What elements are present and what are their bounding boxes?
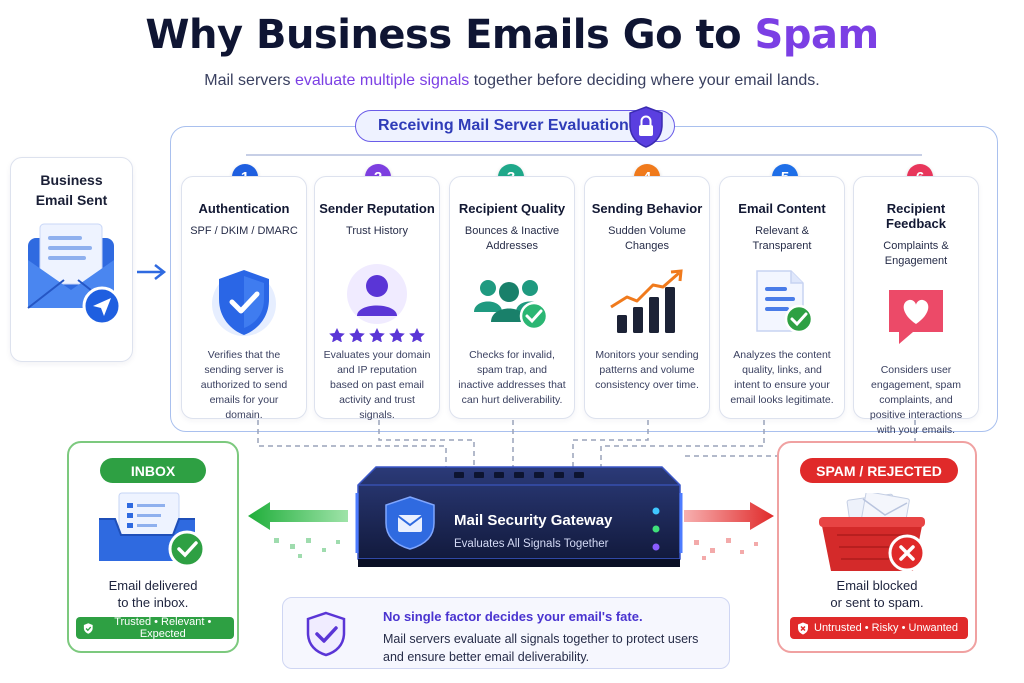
- mail-security-gateway: [355, 466, 683, 567]
- factor-connector-line: [246, 154, 922, 156]
- factor-description: Checks for invalid, spam trap, and inact…: [458, 349, 566, 406]
- page-title: Why Business Emails Go to Spam: [145, 12, 880, 58]
- factor-card-authentication: Authentication SPF / DKIM / DMARC Verifi…: [181, 176, 307, 421]
- shield-check-icon: [212, 270, 276, 336]
- factor-description: Verifies that the sending server is auth…: [200, 349, 288, 421]
- spam-tag: Untrusted • Risky • Unwanted: [790, 617, 968, 639]
- factor-card-sender-reputation: Sender Reputation Trust History Evaluate…: [314, 176, 440, 421]
- factor-title: Recipient Quality: [458, 201, 566, 216]
- spam-basket-x-icon: [819, 493, 926, 572]
- arrow-right-icon: [137, 264, 167, 280]
- factor-subtitle: Sudden Volume Changes: [608, 225, 686, 252]
- factor-title: Sender Reputation: [319, 201, 435, 216]
- inbox-label: INBOX: [100, 458, 206, 483]
- shield-lock-icon: [629, 106, 663, 148]
- factor-card-sending-behavior: Sending Behavior Sudden Volume Changes M…: [584, 176, 710, 419]
- factor-title: Recipient Feedback: [886, 201, 946, 231]
- arrow-to-inbox-icon: [248, 502, 348, 558]
- shield-x-icon: [798, 622, 808, 634]
- envelope-send-icon: [26, 223, 121, 326]
- arrow-to-spam-icon: [684, 502, 774, 560]
- factor-description: Evaluates your domain and IP reputation …: [323, 349, 431, 421]
- evaluation-banner: Receiving Mail Server Evaluation: [355, 106, 675, 148]
- heart-speech-icon: [889, 290, 943, 344]
- page-subtitle: Mail servers evaluate multiple signals t…: [204, 72, 820, 89]
- factor-card-email-content: Email Content Relevant & Transparent Ana…: [719, 176, 845, 419]
- spam-label: SPAM / REJECTED: [800, 458, 958, 483]
- subtitle-highlight: evaluate multiple signals: [294, 72, 470, 89]
- factor-description: Considers user engagement, spam complain…: [869, 364, 963, 436]
- factor-title: Authentication: [198, 201, 290, 216]
- shield-check-icon: [83, 622, 93, 634]
- user-star-rating-icon: [329, 264, 425, 342]
- note-heading: No single factor decides your email's fa…: [383, 609, 643, 624]
- document-check-icon: [756, 270, 814, 334]
- group-check-icon: [474, 280, 549, 331]
- key-insight-note: No single factor decides your email's fa…: [282, 597, 730, 669]
- factor-title: Email Content: [738, 201, 826, 216]
- gateway-subtitle: Evaluates All Signals Together: [454, 538, 609, 550]
- factor-card-recipient-feedback: Recipient Feedback Complaints & Engageme…: [853, 176, 979, 436]
- factor-description: Analyzes the content quality, links, and…: [730, 349, 834, 406]
- note-body: Mail servers evaluate all signals togeth…: [383, 632, 699, 664]
- factor-subtitle: SPF / DKIM / DMARC: [190, 225, 298, 237]
- factor-title: Sending Behavior: [591, 201, 703, 216]
- factor-card-recipient-quality: Recipient Quality Bounces & Inactive Add…: [449, 176, 575, 419]
- factor-subtitle: Relevant & Transparent: [752, 225, 812, 252]
- factor-description: Monitors your sending patterns and volum…: [595, 349, 699, 391]
- factor-subtitle: Bounces & Inactive Addresses: [464, 225, 560, 252]
- inbox-tag: Trusted • Relevant • Expected: [76, 616, 234, 640]
- growth-chart-icon: [610, 269, 683, 333]
- gateway-title: Mail Security Gateway: [454, 512, 613, 529]
- inbox-tray-check-icon: [99, 492, 206, 568]
- shield-check-icon: [306, 611, 346, 657]
- factor-subtitle: Trust History: [346, 225, 408, 237]
- title-accent: Spam: [754, 12, 880, 58]
- factor-subtitle: Complaints & Engagement: [883, 240, 949, 267]
